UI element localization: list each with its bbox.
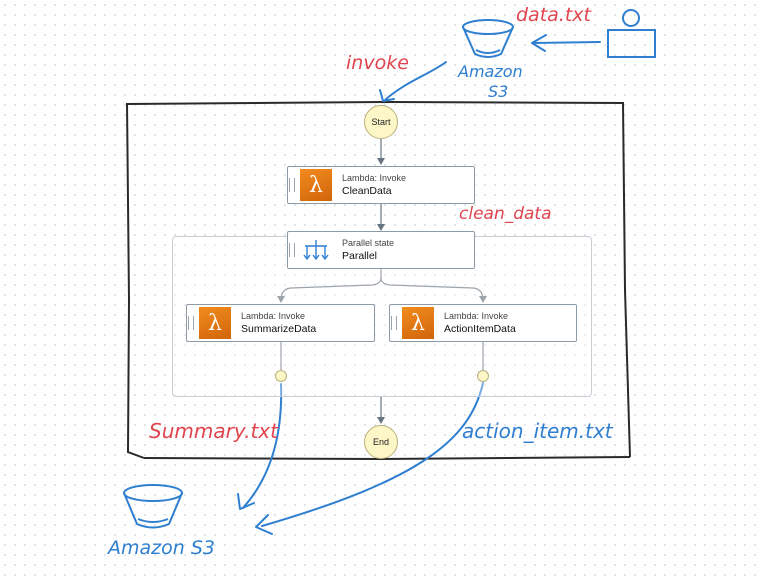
state-name-label: Parallel xyxy=(342,249,378,262)
drag-handle[interactable] xyxy=(288,232,296,268)
state-clean-data[interactable]: λ Lambda: Invoke CleanData xyxy=(287,166,475,204)
state-type-label: Parallel state xyxy=(342,237,395,248)
branch-end-dot xyxy=(477,370,489,382)
state-action-item-data[interactable]: λ Lambda: Invoke ActionItemData xyxy=(389,304,577,342)
end-node[interactable]: End xyxy=(364,425,398,459)
annotation-arrows xyxy=(237,34,601,535)
start-node[interactable]: Start xyxy=(364,105,398,139)
state-name-label: CleanData xyxy=(342,184,392,197)
summary-label: Summary.txt xyxy=(149,419,278,443)
branch-end-dot xyxy=(275,370,287,382)
state-parallel[interactable]: Parallel state Parallel xyxy=(287,231,475,269)
drag-handle[interactable] xyxy=(187,305,195,341)
user-icon xyxy=(607,9,656,58)
s3-top-label-line1: Amazon xyxy=(458,62,523,81)
state-summarize-data[interactable]: λ Lambda: Invoke SummarizeData xyxy=(186,304,375,342)
data-file-label: data.txt xyxy=(516,4,591,26)
state-name-label: SummarizeData xyxy=(241,322,317,335)
lambda-icon: λ xyxy=(402,307,434,339)
workflow-frame xyxy=(125,100,631,461)
state-type-label: Lambda: Invoke xyxy=(342,172,407,183)
s3-top-label-line2: S3 xyxy=(488,82,509,101)
lambda-icon: λ xyxy=(199,307,231,339)
clean-data-label: clean_data xyxy=(459,204,552,224)
drag-handle[interactable] xyxy=(390,305,398,341)
state-type-label: Lambda: Invoke xyxy=(241,310,306,321)
lambda-icon: λ xyxy=(300,169,332,201)
state-name-label: ActionItemData xyxy=(444,322,516,335)
bucket-icon xyxy=(123,484,183,529)
parallel-icon xyxy=(300,234,332,266)
bucket-icon xyxy=(462,19,514,58)
action-item-label: action_item.txt xyxy=(462,419,613,443)
state-type-label: Lambda: Invoke xyxy=(444,310,509,321)
workflow-connectors xyxy=(277,139,487,424)
drag-handle[interactable] xyxy=(288,167,296,203)
invoke-label: invoke xyxy=(346,52,409,74)
s3-bottom-label: Amazon S3 xyxy=(108,537,215,559)
